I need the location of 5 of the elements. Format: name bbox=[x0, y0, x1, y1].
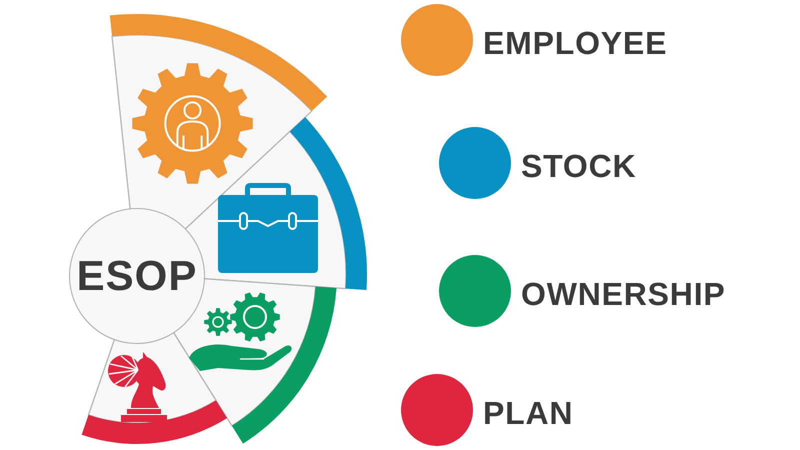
hub-label: ESOP bbox=[76, 255, 198, 297]
legend-label: EMPLOYEE bbox=[483, 24, 668, 62]
legend-label: STOCK bbox=[521, 147, 636, 185]
legend-label: PLAN bbox=[483, 394, 574, 432]
legend-label: OWNERSHIP bbox=[521, 275, 726, 313]
